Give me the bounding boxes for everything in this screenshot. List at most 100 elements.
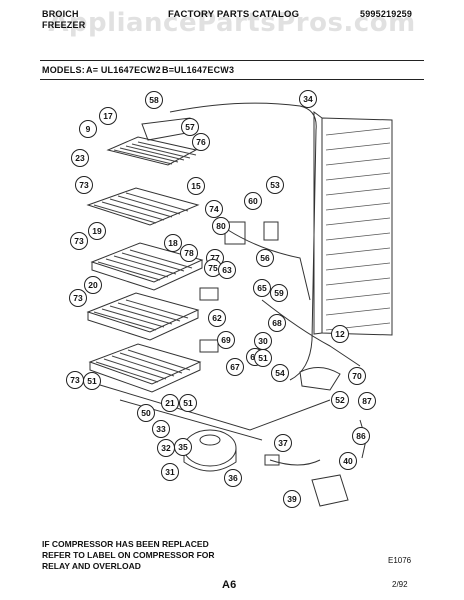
callout-73: 73 [75, 176, 93, 194]
callout-51: 51 [254, 349, 272, 367]
callout-label: 73 [79, 180, 89, 190]
callout-circle [181, 118, 199, 136]
models-label: MODELS: [42, 65, 85, 75]
callout-circle [157, 439, 175, 457]
callout-circle [205, 200, 223, 218]
callout-circle [84, 276, 102, 294]
compressor [183, 429, 237, 472]
callout-circle [187, 177, 205, 195]
callout-circle [348, 367, 366, 385]
callout-23: 23 [71, 149, 89, 167]
callout-circle [71, 149, 89, 167]
callout-label: 68 [272, 318, 282, 328]
callout-label: 78 [184, 248, 194, 258]
callout-19: 19 [88, 222, 106, 240]
callout-circle [70, 232, 88, 250]
callout-17: 17 [99, 107, 117, 125]
callout-label: 20 [88, 280, 98, 290]
callout-circle [137, 404, 155, 422]
callout-67: 67 [226, 358, 244, 376]
callout-circle [253, 279, 271, 297]
brand-line-1: BROICH [42, 9, 79, 19]
callout-circle [270, 284, 288, 302]
callout-circle [244, 192, 262, 210]
callout-31: 31 [161, 463, 179, 481]
callout-73: 73 [66, 371, 84, 389]
callout-58: 58 [145, 91, 163, 109]
callout-57: 57 [181, 118, 199, 136]
callout-69: 69 [217, 331, 235, 349]
callout-label: 17 [103, 111, 113, 121]
callout-label: 34 [303, 94, 313, 104]
callout-circle [266, 176, 284, 194]
callout-circle [179, 394, 197, 412]
compressor-note-line-2: REFER TO LABEL ON COMPRESSOR FOR [42, 550, 215, 560]
callout-label: 56 [260, 253, 270, 263]
callout-36: 36 [224, 469, 242, 487]
callout-label: 70 [352, 371, 362, 381]
compressor-note-line-3: RELAY AND OVERLOAD [42, 561, 141, 571]
callout-60: 60 [244, 192, 262, 210]
callout-label: 53 [270, 180, 280, 190]
callout-circle [69, 289, 87, 307]
callout-label: 33 [156, 424, 166, 434]
callout-circle [152, 420, 170, 438]
callout-51: 51 [83, 372, 101, 390]
callout-86: 86 [352, 427, 370, 445]
callout-label: 58 [149, 95, 159, 105]
callout-circle [331, 325, 349, 343]
callout-circle [192, 133, 210, 151]
callout-circle [274, 434, 292, 452]
callout-80: 80 [212, 217, 230, 235]
callout-circle [212, 217, 230, 235]
callout-15: 15 [187, 177, 205, 195]
callout-circle [99, 107, 117, 125]
callout-label: 87 [362, 396, 372, 406]
callout-label: 60 [248, 196, 258, 206]
shelf-5 [88, 343, 202, 393]
callout-53: 53 [266, 176, 284, 194]
callout-circle [88, 222, 106, 240]
callout-label: 40 [343, 456, 353, 466]
callout-50: 50 [137, 404, 155, 422]
models-rule [40, 79, 424, 80]
callout-label: 51 [183, 398, 193, 408]
shelf-3 [90, 242, 204, 291]
callout-label: 54 [275, 368, 285, 378]
callout-circle [358, 392, 376, 410]
catalog-title: FACTORY PARTS CATALOG [168, 9, 300, 20]
callout-circle [256, 249, 274, 267]
callout-circle [217, 331, 235, 349]
callout-circle [226, 358, 244, 376]
callout-76: 76 [192, 133, 210, 151]
callout-label: 19 [92, 226, 102, 236]
callout-circle [224, 469, 242, 487]
callout-circle [352, 427, 370, 445]
callout-label: 62 [212, 313, 222, 323]
callout-73: 73 [69, 289, 87, 307]
callout-circle [271, 364, 289, 382]
compressor-note-line-1: IF COMPRESSOR HAS BEEN REPLACED [42, 539, 209, 549]
callout-label: 36 [228, 473, 238, 483]
callout-label: 65 [257, 283, 267, 293]
page-number: A6 [222, 579, 237, 591]
callout-65: 65 [253, 279, 271, 297]
shelf-2 [86, 187, 200, 226]
callout-78: 78 [180, 244, 198, 262]
date: 2/92 [392, 580, 408, 589]
callout-label: 51 [258, 353, 268, 363]
callout-label: 67 [230, 362, 240, 372]
callout-20: 20 [84, 276, 102, 294]
callout-34: 34 [299, 90, 317, 108]
callout-54: 54 [271, 364, 289, 382]
callout-label: 73 [73, 293, 83, 303]
callout-18: 18 [164, 234, 182, 252]
callout-label: 69 [221, 335, 231, 345]
callout-32: 32 [157, 439, 175, 457]
top-rule [40, 60, 424, 61]
callout-label: 74 [209, 204, 219, 214]
callout-label: 76 [196, 137, 206, 147]
callout-label: 9 [86, 124, 91, 134]
callout-label: 31 [165, 467, 175, 477]
